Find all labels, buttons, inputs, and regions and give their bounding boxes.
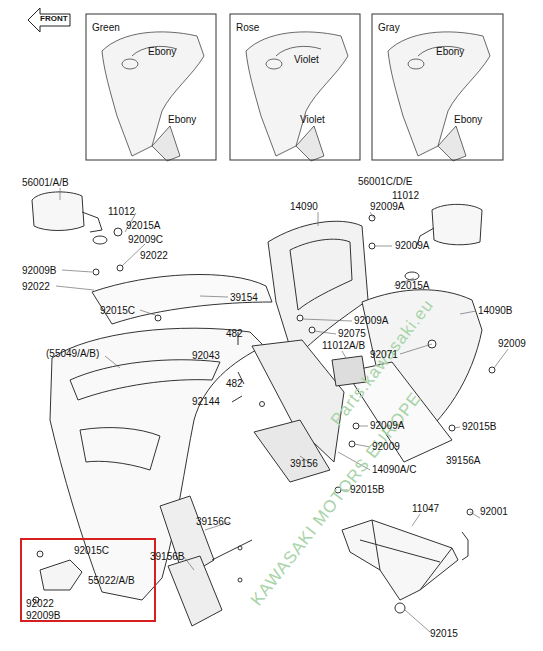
callout-number: 482 [226,378,243,389]
callout-number: 92015B [462,421,496,432]
callout-number: 39156 [290,458,318,469]
color-variant-panel: GreenEbonyEbony [86,14,216,160]
callout-number: 92022 [22,281,50,292]
callout-number: 14090B [478,305,512,316]
callout-number: 92009 [498,338,526,349]
color-name: Ebony [168,114,196,125]
panel-outline [230,14,360,160]
callout-number: 92015A [126,220,160,231]
callout-number: 92015 [430,628,458,639]
callout-number: 11012 [392,190,419,201]
callout-number: 92009A [370,420,404,431]
callout-number: 92015A [395,280,429,291]
callout-number: 92009A [395,240,429,251]
callout-number: 92009A [370,201,404,212]
color-variant-art [102,32,490,161]
callout-number: 92009 [372,441,400,452]
color-variant-panel: RoseVioletViolet [230,14,360,160]
callout-number: 482 [226,328,243,339]
callout-number: 56001/A/B [22,177,69,188]
callout-number: 92009C [128,234,163,245]
callout-number: 39154 [230,292,258,303]
callout-number: 92071 [370,349,398,360]
color-name: Ebony [148,46,176,57]
color-name: Violet [300,114,325,125]
callout-number: 11047 [412,503,439,514]
callout-number: 92144 [192,396,220,407]
callout-number: 92015B [350,484,384,495]
callout-number: 14090A/C [372,464,416,475]
part-number: 92015C [74,545,109,556]
panel-outline [86,14,216,160]
color-name: Rose [236,22,259,33]
front-label: FRONT [40,13,68,24]
callout-number: (55049/A/B) [46,348,99,359]
callout-number: 39156B [150,551,184,562]
callout-number: 11012A/B [322,340,365,351]
callout-number: 92001 [480,506,508,517]
callout-number: 92075 [338,328,366,339]
color-name: Violet [294,54,319,65]
front-arrow [28,8,70,32]
callout-number: 92022 [140,250,168,261]
panel-outline [372,14,503,160]
callout-number: 92043 [192,350,220,361]
part-number: 55022/A/B [88,575,135,586]
color-name: Ebony [454,114,482,125]
parts-art [32,188,508,632]
color-name: Gray [378,22,400,33]
callout-number: 39156C [196,516,231,527]
callout-number: 92015C [100,305,135,316]
highlight-box: 92015C 55022/A/B 9202292009B [20,538,156,622]
callout-number: 92009B [22,265,56,276]
part-number: 92009B [26,610,60,621]
callout-number: 92009A [354,315,388,326]
callout-number: 11012 [108,206,135,217]
color-name: Ebony [436,46,464,57]
callout-number: 39156A [446,455,480,466]
callout-number: 56001C/D/E [358,176,412,187]
color-name: Green [92,22,120,33]
callout-number: 14090 [290,201,318,212]
color-variant-panel: GrayEbonyEbony [372,14,503,160]
part-number: 92022 [26,598,54,609]
